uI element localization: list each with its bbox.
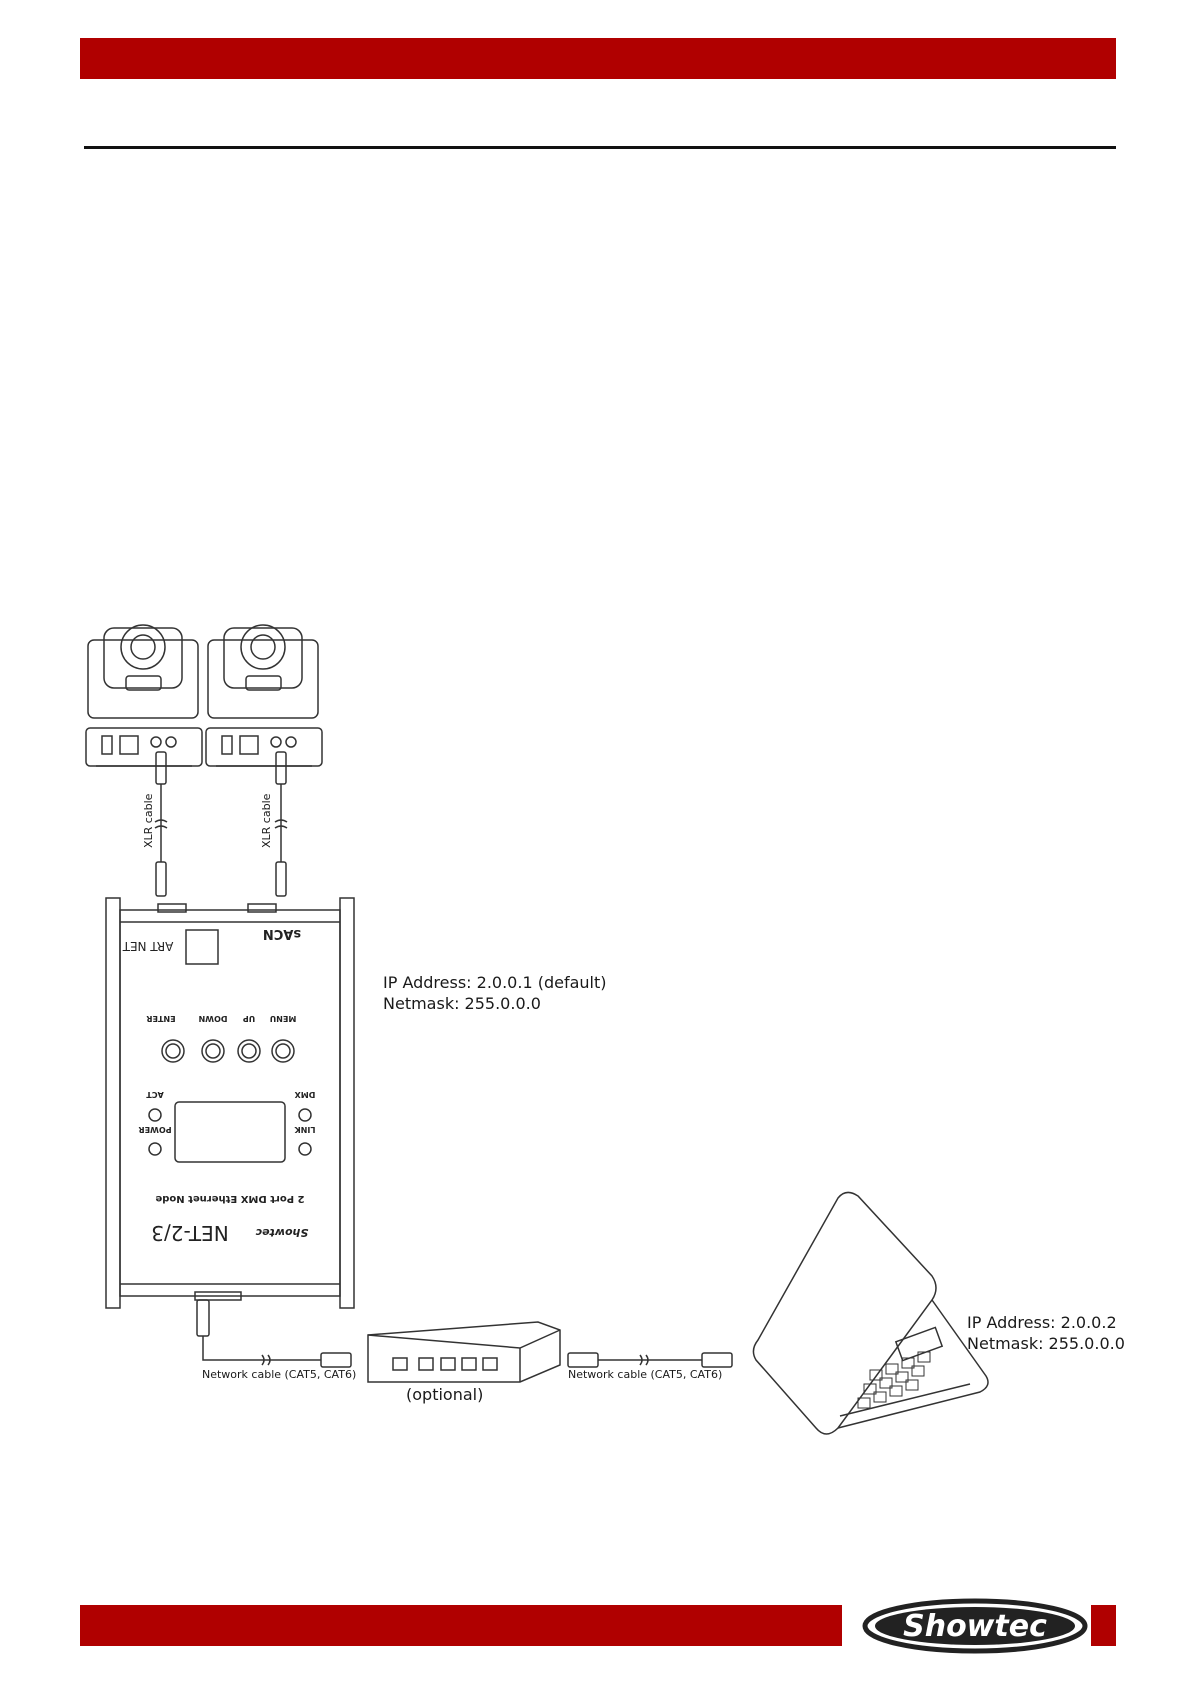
footer-bar <box>80 1605 842 1646</box>
laptop-netmask: Netmask: 255.0.0.0 <box>967 1333 1125 1355</box>
led-power-label: POWER <box>138 1125 171 1134</box>
led-dmx-label: DMX <box>294 1090 316 1099</box>
laptop-ip-address: IP Address: 2.0.0.2 <box>967 1312 1117 1334</box>
led-act-label: ACT <box>146 1090 164 1099</box>
device-model: NET-2/3 <box>151 1221 228 1245</box>
btn-enter-label: ENTER <box>146 1014 175 1023</box>
showtec-logo: Showtec <box>862 1598 1088 1654</box>
xlr-cable-2 <box>275 752 287 896</box>
node-ip-address: IP Address: 2.0.0.1 (default) <box>383 972 607 994</box>
led-link-label: LINK <box>294 1125 316 1134</box>
network-switch <box>368 1322 560 1382</box>
laptop <box>753 1192 988 1434</box>
moving-head-1 <box>86 625 202 766</box>
dmx-node <box>106 898 354 1308</box>
btn-down-label: DOWN <box>199 1014 228 1023</box>
svg-text:Showtec: Showtec <box>903 1609 1047 1644</box>
device-title: 2 Port DMX Ethernet Node <box>155 1193 304 1204</box>
network-cable-1 <box>197 1300 351 1367</box>
xlr-cable-label-1: XLR cable <box>142 794 155 848</box>
xlr-cable-label-2: XLR cable <box>260 794 273 848</box>
sacn-logo: sACN <box>263 926 301 941</box>
node-netmask: Netmask: 255.0.0.0 <box>383 993 541 1015</box>
network-cable-label-1: Network cable (CAT5, CAT6) <box>202 1364 356 1386</box>
moving-head-2 <box>206 625 322 766</box>
footer-bar-end <box>1091 1605 1116 1646</box>
switch-optional-label: (optional) <box>406 1384 483 1406</box>
artnet-logo: ART NET <box>122 939 173 953</box>
btn-up-label: UP <box>243 1014 255 1023</box>
btn-menu-label: MENU <box>270 1014 297 1023</box>
xlr-cable-1 <box>155 752 167 896</box>
network-cable-label-2: Network cable (CAT5, CAT6) <box>568 1364 722 1386</box>
device-brand: Showtec <box>255 1226 308 1239</box>
